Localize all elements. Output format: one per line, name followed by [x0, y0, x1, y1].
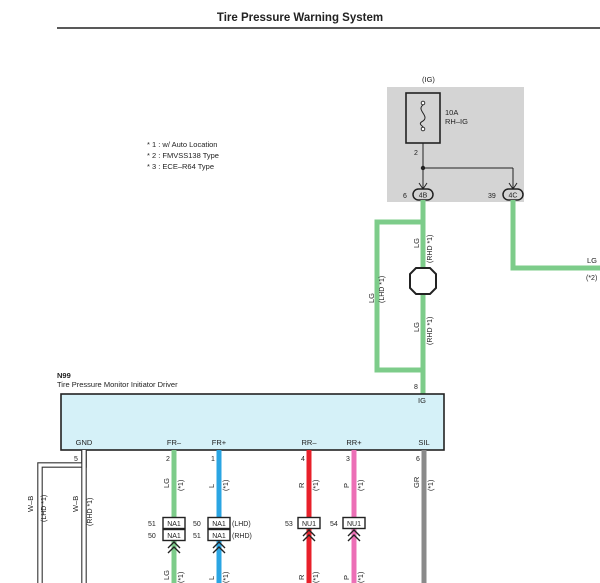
fuse-name: RH–IG [445, 117, 468, 126]
fuse-symbol-box[interactable] [405, 92, 441, 144]
connector-fr-plus-lhd[interactable] [207, 516, 231, 530]
chevron-rr-minus-icon [302, 529, 316, 542]
ecu-ig-label: IG [418, 396, 426, 405]
wire-rr-minus-bottom-note: (*1) [313, 572, 320, 583]
wire-label-lhd-note: (LHD *1) [379, 276, 386, 303]
chevron-fr-minus-icon [167, 541, 181, 554]
fuse-rating: 10A [445, 108, 458, 117]
connector-rr-plus-pin: 54 [330, 521, 338, 528]
fuse-block-title: (IG) [422, 75, 435, 84]
ecu-terminal-5-pin: 3 [346, 456, 350, 463]
chevron-fr-plus-icon [212, 541, 226, 554]
connector-rr-minus[interactable] [297, 516, 321, 530]
wire-rr-plus-bottom-color: P [342, 575, 351, 580]
connector-fr-plus-rhd[interactable] [207, 528, 231, 542]
ecu-terminal-2-label: FR– [167, 438, 182, 447]
page-title: Tire Pressure Warning System [217, 12, 383, 24]
branch-right-color: LG [587, 256, 597, 265]
note-2: * 2 : FMVSS138 Type [147, 151, 219, 160]
wire-wb-lhd-color: W–B [26, 496, 35, 512]
note-1: * 1 : w/ Auto Location [147, 140, 217, 149]
wire-sil-color: GR [412, 476, 421, 488]
ecu-name: Tire Pressure Monitor Initiator Driver [57, 380, 178, 389]
wire-fr-minus-color: LG [162, 478, 171, 488]
connector-4c-pin: 39 [488, 193, 496, 200]
connector-4b[interactable]: 4B [412, 188, 434, 201]
wire-label-rhd-lower-color: LG [412, 322, 421, 332]
connector-4b-id: 4B [419, 193, 428, 200]
wire-label-rhd-upper-color: LG [412, 238, 421, 248]
wire-rr-plus-note: (*1) [358, 480, 365, 491]
connector-fr-minus-lhd-pin: 51 [148, 521, 156, 528]
wire-label-rhd-upper-note: (RHD *1) [427, 235, 434, 263]
wire-fr-minus-bottom-color: LG [162, 570, 171, 580]
wire-lg-branch-right[interactable] [510, 200, 600, 271]
fuse-block: (IG) 10A RH–IG 2 4B 6 4C 39 [387, 75, 524, 202]
ecu-terminal-6-pin: 6 [416, 456, 420, 463]
connector-fr-plus-lhd-pin: 50 [193, 521, 201, 528]
ecu-terminal-4-label: RR– [301, 438, 317, 447]
connector-4b-pin: 6 [403, 193, 407, 200]
junction-connector-icon[interactable] [409, 267, 437, 295]
connector-rhd-note: (RHD) [232, 533, 252, 540]
wire-fr-plus-bottom-color: L [207, 576, 216, 580]
wire-label-rhd-lower-note: (RHD *1) [427, 317, 434, 345]
fuse-internal-pin: 2 [414, 150, 418, 157]
ecu-terminal-2-pin: 2 [166, 456, 170, 463]
upper-wiring: LG (LHD *1) LG (RHD *1) LG (RHD *1) LG (… [367, 200, 600, 394]
note-3: * 3 : ECE–R64 Type [147, 162, 214, 171]
connector-lhd-note: (LHD) [232, 521, 251, 528]
ecu-terminal-1-pin: 5 [74, 456, 78, 463]
connector-fr-plus-rhd-pin: 51 [193, 533, 201, 540]
notes-legend: * 1 : w/ Auto Location * 2 : FMVSS138 Ty… [147, 140, 219, 171]
ecu-ig-pin: 8 [414, 384, 418, 391]
connector-fr-minus-rhd-id: NA1 [167, 533, 181, 540]
wire-wb-rhd-note: (RHD *1) [87, 498, 94, 526]
wire-sil-note: (*1) [428, 480, 435, 491]
branch-right-note: (*2) [586, 275, 597, 282]
wire-rr-plus-bottom-note: (*1) [358, 572, 365, 583]
wire-fr-minus-bottom-note: (*1) [178, 572, 185, 583]
ecu-terminal-4-pin: 4 [301, 456, 305, 463]
ecu-terminal-6-label: SIL [418, 438, 429, 447]
wire-rr-minus-note: (*1) [313, 480, 320, 491]
connector-fr-minus-rhd[interactable] [162, 528, 186, 542]
connector-rr-minus-pin: 53 [285, 521, 293, 528]
ecu-n99: N99 Tire Pressure Monitor Initiator Driv… [57, 371, 445, 463]
connector-4c[interactable]: 4C [502, 188, 524, 201]
connector-4c-id: 4C [509, 193, 518, 200]
wire-label-lhd-color: LG [367, 293, 376, 303]
wire-rr-minus-bottom-color: R [297, 574, 306, 580]
connector-rr-minus-id: NU1 [302, 521, 316, 528]
connector-rr-plus[interactable] [342, 516, 366, 530]
ecu-terminal-labels: GND 5 FR– 2 FR+ 1 RR– 4 RR+ 3 SIL 6 [74, 438, 430, 463]
connector-fr-plus-rhd-id: NA1 [212, 533, 226, 540]
ecu-code: N99 [57, 371, 71, 380]
ecu-terminal-3-label: FR+ [212, 438, 227, 447]
wire-fr-plus-bottom-note: (*1) [223, 572, 230, 583]
ecu-terminal-1-label: GND [76, 438, 93, 447]
connector-fr-minus-rhd-pin: 50 [148, 533, 156, 540]
lower-wiring: W–B (LHD *1) W–B (RHD *1) LG (*1) L (*1) R (*1) P (… [26, 450, 435, 583]
wire-rr-plus-color: P [342, 483, 351, 488]
connector-rr-plus-id: NU1 [347, 521, 361, 528]
ecu-terminal-5-label: RR+ [346, 438, 362, 447]
connector-fr-plus-lhd-id: NA1 [212, 521, 226, 528]
fuse-icon [419, 100, 426, 132]
chevron-rr-plus-icon [347, 529, 361, 542]
wire-wb-rhd-color: W–B [71, 496, 80, 512]
wire-fr-plus-note: (*1) [223, 480, 230, 491]
ecu-terminal-3-pin: 1 [211, 456, 215, 463]
ecu-box[interactable] [60, 393, 445, 451]
wire-fr-plus-color: L [207, 484, 216, 488]
wire-fr-minus-note: (*1) [178, 480, 185, 491]
connector-fr-minus-lhd[interactable] [162, 516, 186, 530]
connector-fr-minus-lhd-id: NA1 [167, 521, 181, 528]
wire-rr-minus-color: R [297, 482, 306, 488]
wire-wb-lhd-note: (LHD *1) [41, 495, 48, 522]
